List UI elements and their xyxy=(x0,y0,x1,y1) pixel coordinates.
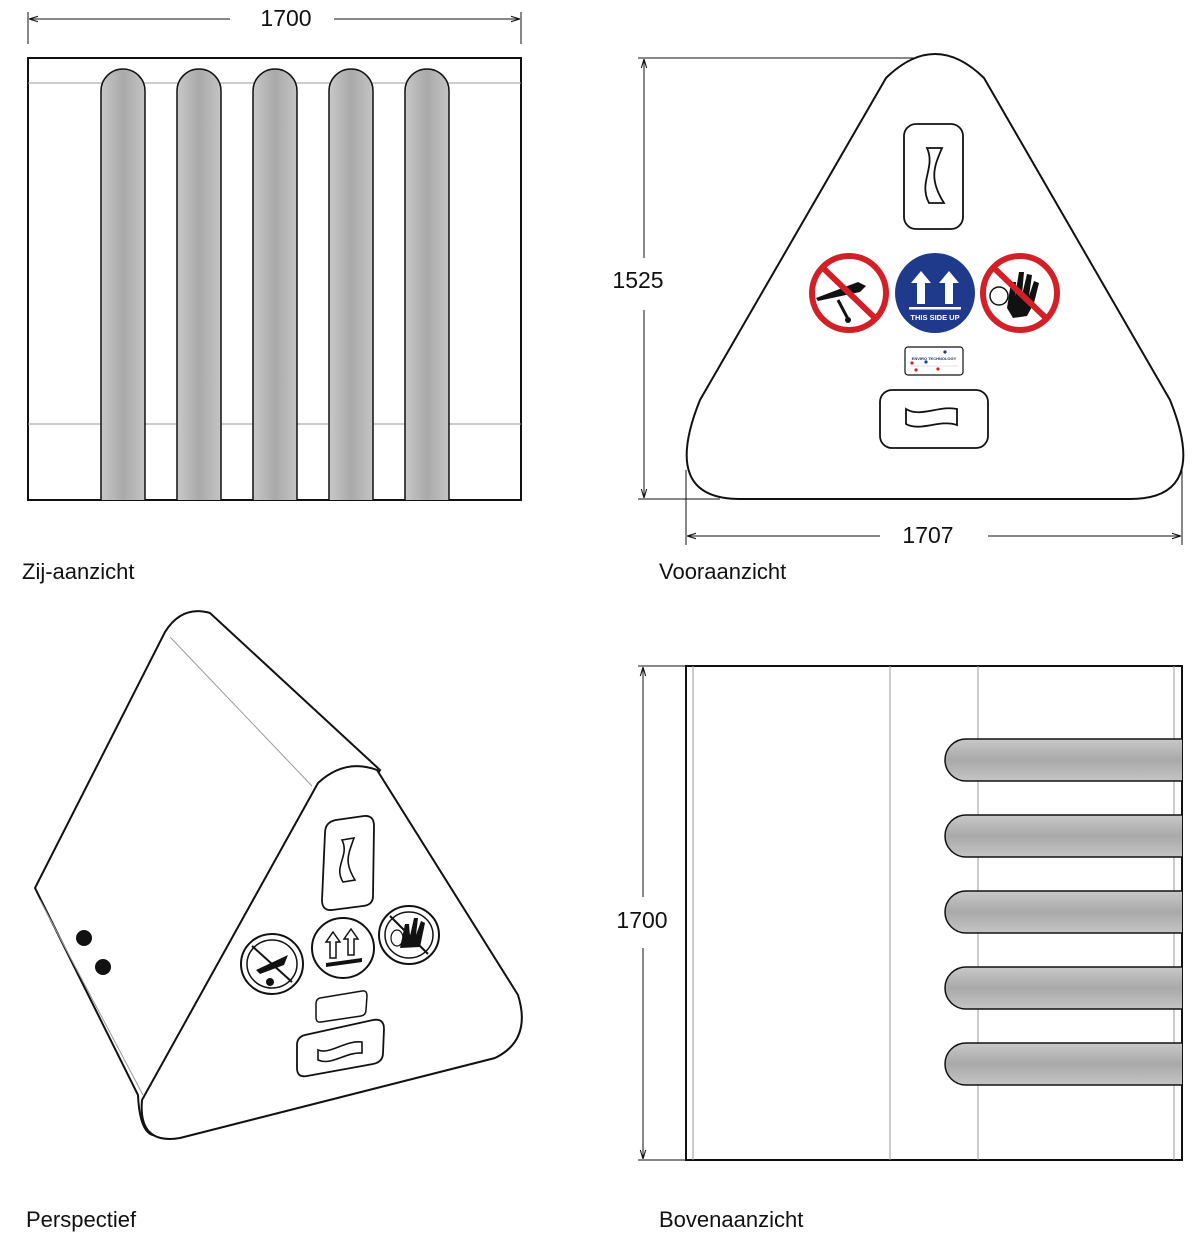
perspective-upper-handle xyxy=(321,815,375,911)
side-width-dimension: 1700 xyxy=(27,5,522,44)
perspective-caption: Perspectief xyxy=(26,1207,137,1232)
top-fork-slots xyxy=(944,738,1182,1086)
fork-slot xyxy=(944,890,1182,934)
fork-slot xyxy=(328,68,374,500)
perspective-up-arrows-icon xyxy=(311,917,375,979)
top-view: 1700 Bovenaanzicht xyxy=(616,665,1183,1232)
no-hand-icon xyxy=(980,253,1060,333)
front-width-value: 1707 xyxy=(902,522,953,548)
perspective-no-hand-icon xyxy=(378,905,440,965)
upper-handle xyxy=(903,123,964,230)
perspective-view: Perspectief xyxy=(26,610,523,1232)
side-fixing-dot xyxy=(95,959,111,975)
front-width-dimension: 1707 xyxy=(685,470,1183,548)
top-height-dimension: 1700 xyxy=(616,665,700,1161)
no-knife-icon xyxy=(809,253,889,333)
side-fork-slots xyxy=(100,68,450,500)
perspective-no-knife-icon xyxy=(240,933,304,995)
front-height-dimension: 1525 xyxy=(612,57,930,500)
fork-slot xyxy=(944,1042,1182,1086)
side-view: 1700 Zij-aanzicht xyxy=(22,5,522,584)
side-caption: Zij-aanzicht xyxy=(22,559,134,584)
fork-slot xyxy=(944,966,1182,1010)
fork-slot xyxy=(404,68,450,500)
name-plate: ENVIRO TECHNOLOGY xyxy=(904,346,964,376)
front-height-value: 1525 xyxy=(612,267,663,293)
perspective-name-plate xyxy=(315,990,368,1023)
lower-handle xyxy=(879,389,989,449)
fork-slot xyxy=(252,68,298,500)
top-height-value: 1700 xyxy=(616,907,667,933)
fork-slot xyxy=(176,68,222,500)
side-fixing-dot xyxy=(76,930,92,946)
top-caption: Bovenaanzicht xyxy=(659,1207,803,1232)
this-side-up-label: THIS SIDE UP xyxy=(910,313,959,322)
fork-slot xyxy=(100,68,146,500)
fork-slot xyxy=(944,738,1182,782)
side-width-value: 1700 xyxy=(260,5,311,31)
up-arrows-icon: THIS SIDE UP xyxy=(895,253,975,333)
perspective-lower-handle xyxy=(296,1018,385,1078)
front-caption: Vooraanzicht xyxy=(659,559,786,584)
name-plate-text: ENVIRO TECHNOLOGY xyxy=(912,356,957,361)
front-view: 1525 1707 THI xyxy=(612,53,1185,584)
fork-slot xyxy=(944,814,1182,858)
